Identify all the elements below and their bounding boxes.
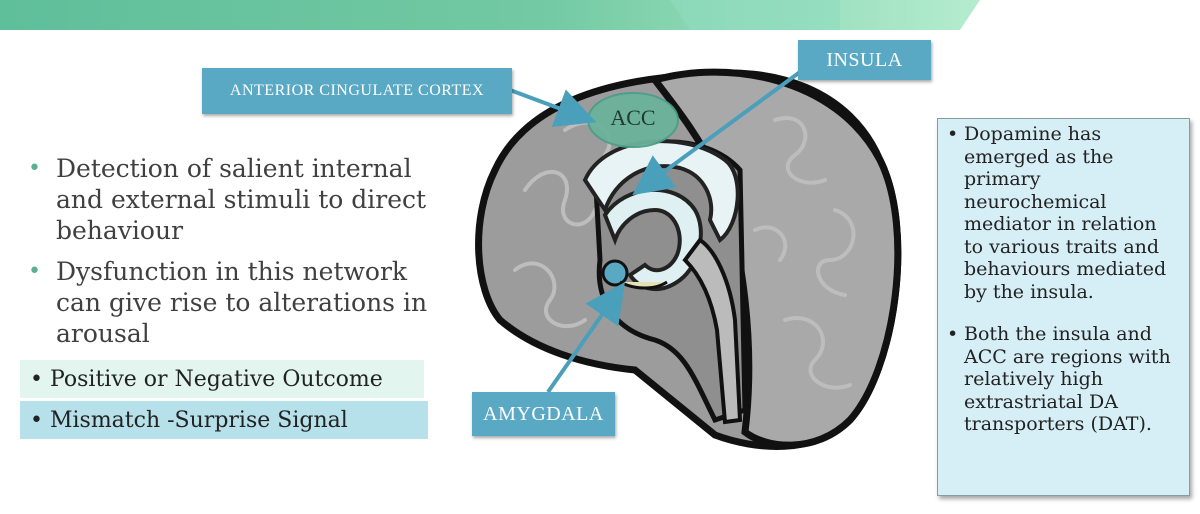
amygdala-region [601, 259, 629, 287]
info-item: • Dopamine has emerged as the primary ne… [944, 123, 1179, 303]
top-decorative-bar [0, 0, 980, 30]
info-item: • Both the insula and ACC are regions wi… [944, 323, 1179, 436]
list-item: • Detection of salient internal and exte… [28, 153, 458, 246]
outcome-positive-negative: • Positive or Negative Outcome [20, 360, 424, 398]
label-insula: INSULA [798, 40, 931, 80]
outcome-mismatch-signal: • Mismatch -Surprise Signal [20, 401, 428, 439]
bullet-dot: • [28, 156, 41, 181]
bullet-dot: • [947, 323, 959, 345]
brainstem [682, 237, 743, 425]
info-text: Dopamine has emerged as the primary neur… [964, 123, 1167, 303]
label-amygdala: AMYGDALA [472, 392, 615, 436]
bullet-text: Dysfunction in this network can give ris… [56, 257, 428, 348]
list-item: • Dysfunction in this network can give r… [28, 256, 458, 349]
bullet-dot: • [28, 259, 41, 284]
bullet-dot: • [947, 123, 959, 145]
acc-region-label: ACC [610, 105, 656, 130]
bullet-text: Detection of salient internal and extern… [56, 154, 427, 245]
label-anterior-cingulate-cortex: ANTERIOR CINGULATE CORTEX [202, 68, 512, 114]
main-bullet-list: • Detection of salient internal and exte… [28, 153, 458, 359]
info-text: Both the insula and ACC are regions with… [964, 323, 1171, 435]
info-box: • Dopamine has emerged as the primary ne… [937, 118, 1190, 496]
